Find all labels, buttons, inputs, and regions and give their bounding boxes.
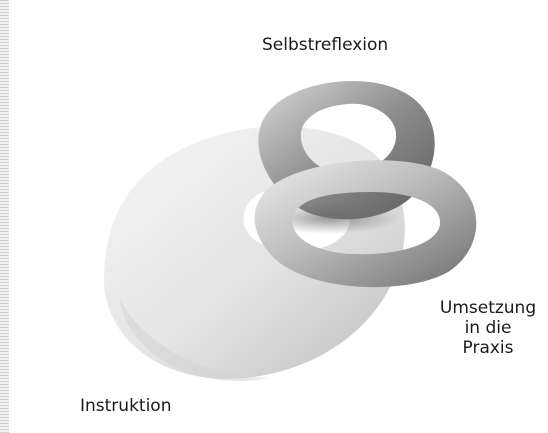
label-selbstreflexion: Selbstreflexion bbox=[262, 35, 388, 55]
label-instruktion: Instruktion bbox=[80, 396, 171, 416]
label-umsetzung-line-1: Umsetzung bbox=[428, 298, 548, 318]
label-umsetzung-in-die-praxis: Umsetzung in die Praxis bbox=[428, 298, 548, 358]
label-umsetzung-line-2: in die bbox=[428, 318, 548, 338]
label-umsetzung-line-3: Praxis bbox=[428, 338, 548, 358]
